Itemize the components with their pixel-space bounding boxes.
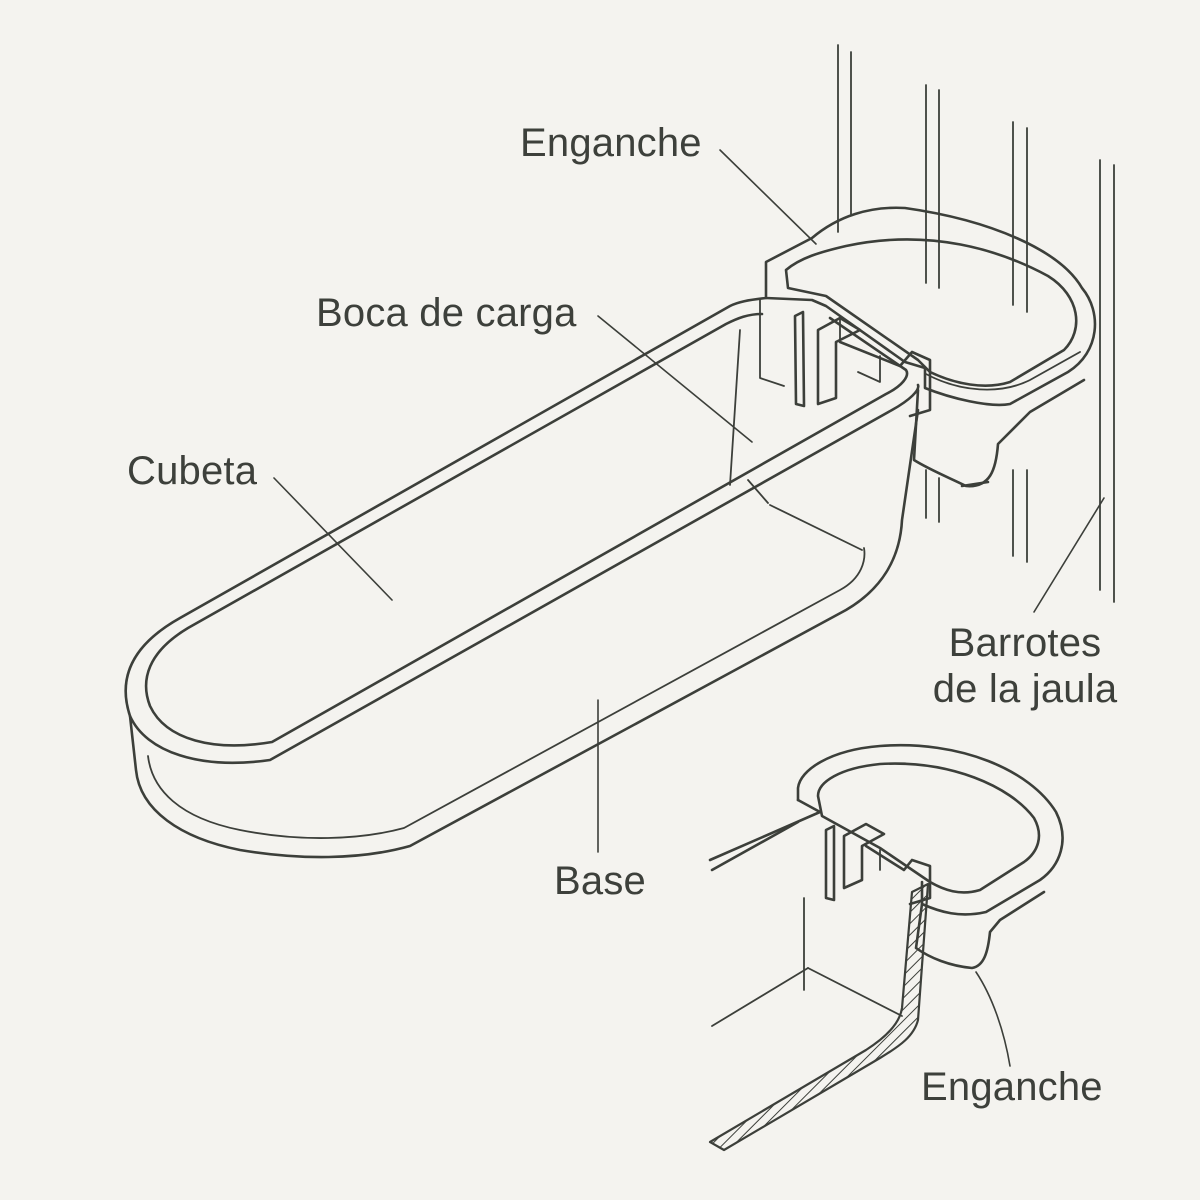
label-barrotes-line1: Barrotes <box>948 621 1102 665</box>
tray-main <box>124 296 920 859</box>
detail-section <box>708 743 1064 1152</box>
leader-lines <box>273 149 1105 1067</box>
clip-top <box>759 299 932 418</box>
label-barrotes-line2: de la jaula <box>932 667 1118 711</box>
label-cubeta: Cubeta <box>127 449 258 493</box>
label-enganche-top: Enganche <box>520 121 702 165</box>
label-enganche-bottom: Enganche <box>921 1065 1103 1109</box>
leader-enganche-bottom <box>975 971 1011 1067</box>
leader-cubeta <box>273 477 393 601</box>
cage-bars <box>837 44 1115 603</box>
leader-boca-de-carga <box>597 315 753 443</box>
hook-top <box>764 206 1097 488</box>
label-barrotes: Barrotes de la jaula <box>920 620 1130 712</box>
label-base: Base <box>554 859 646 903</box>
label-boca-de-carga: Boca de carga <box>316 291 577 335</box>
leader-barrotes <box>1033 497 1105 613</box>
leader-enganche-top <box>719 149 817 245</box>
